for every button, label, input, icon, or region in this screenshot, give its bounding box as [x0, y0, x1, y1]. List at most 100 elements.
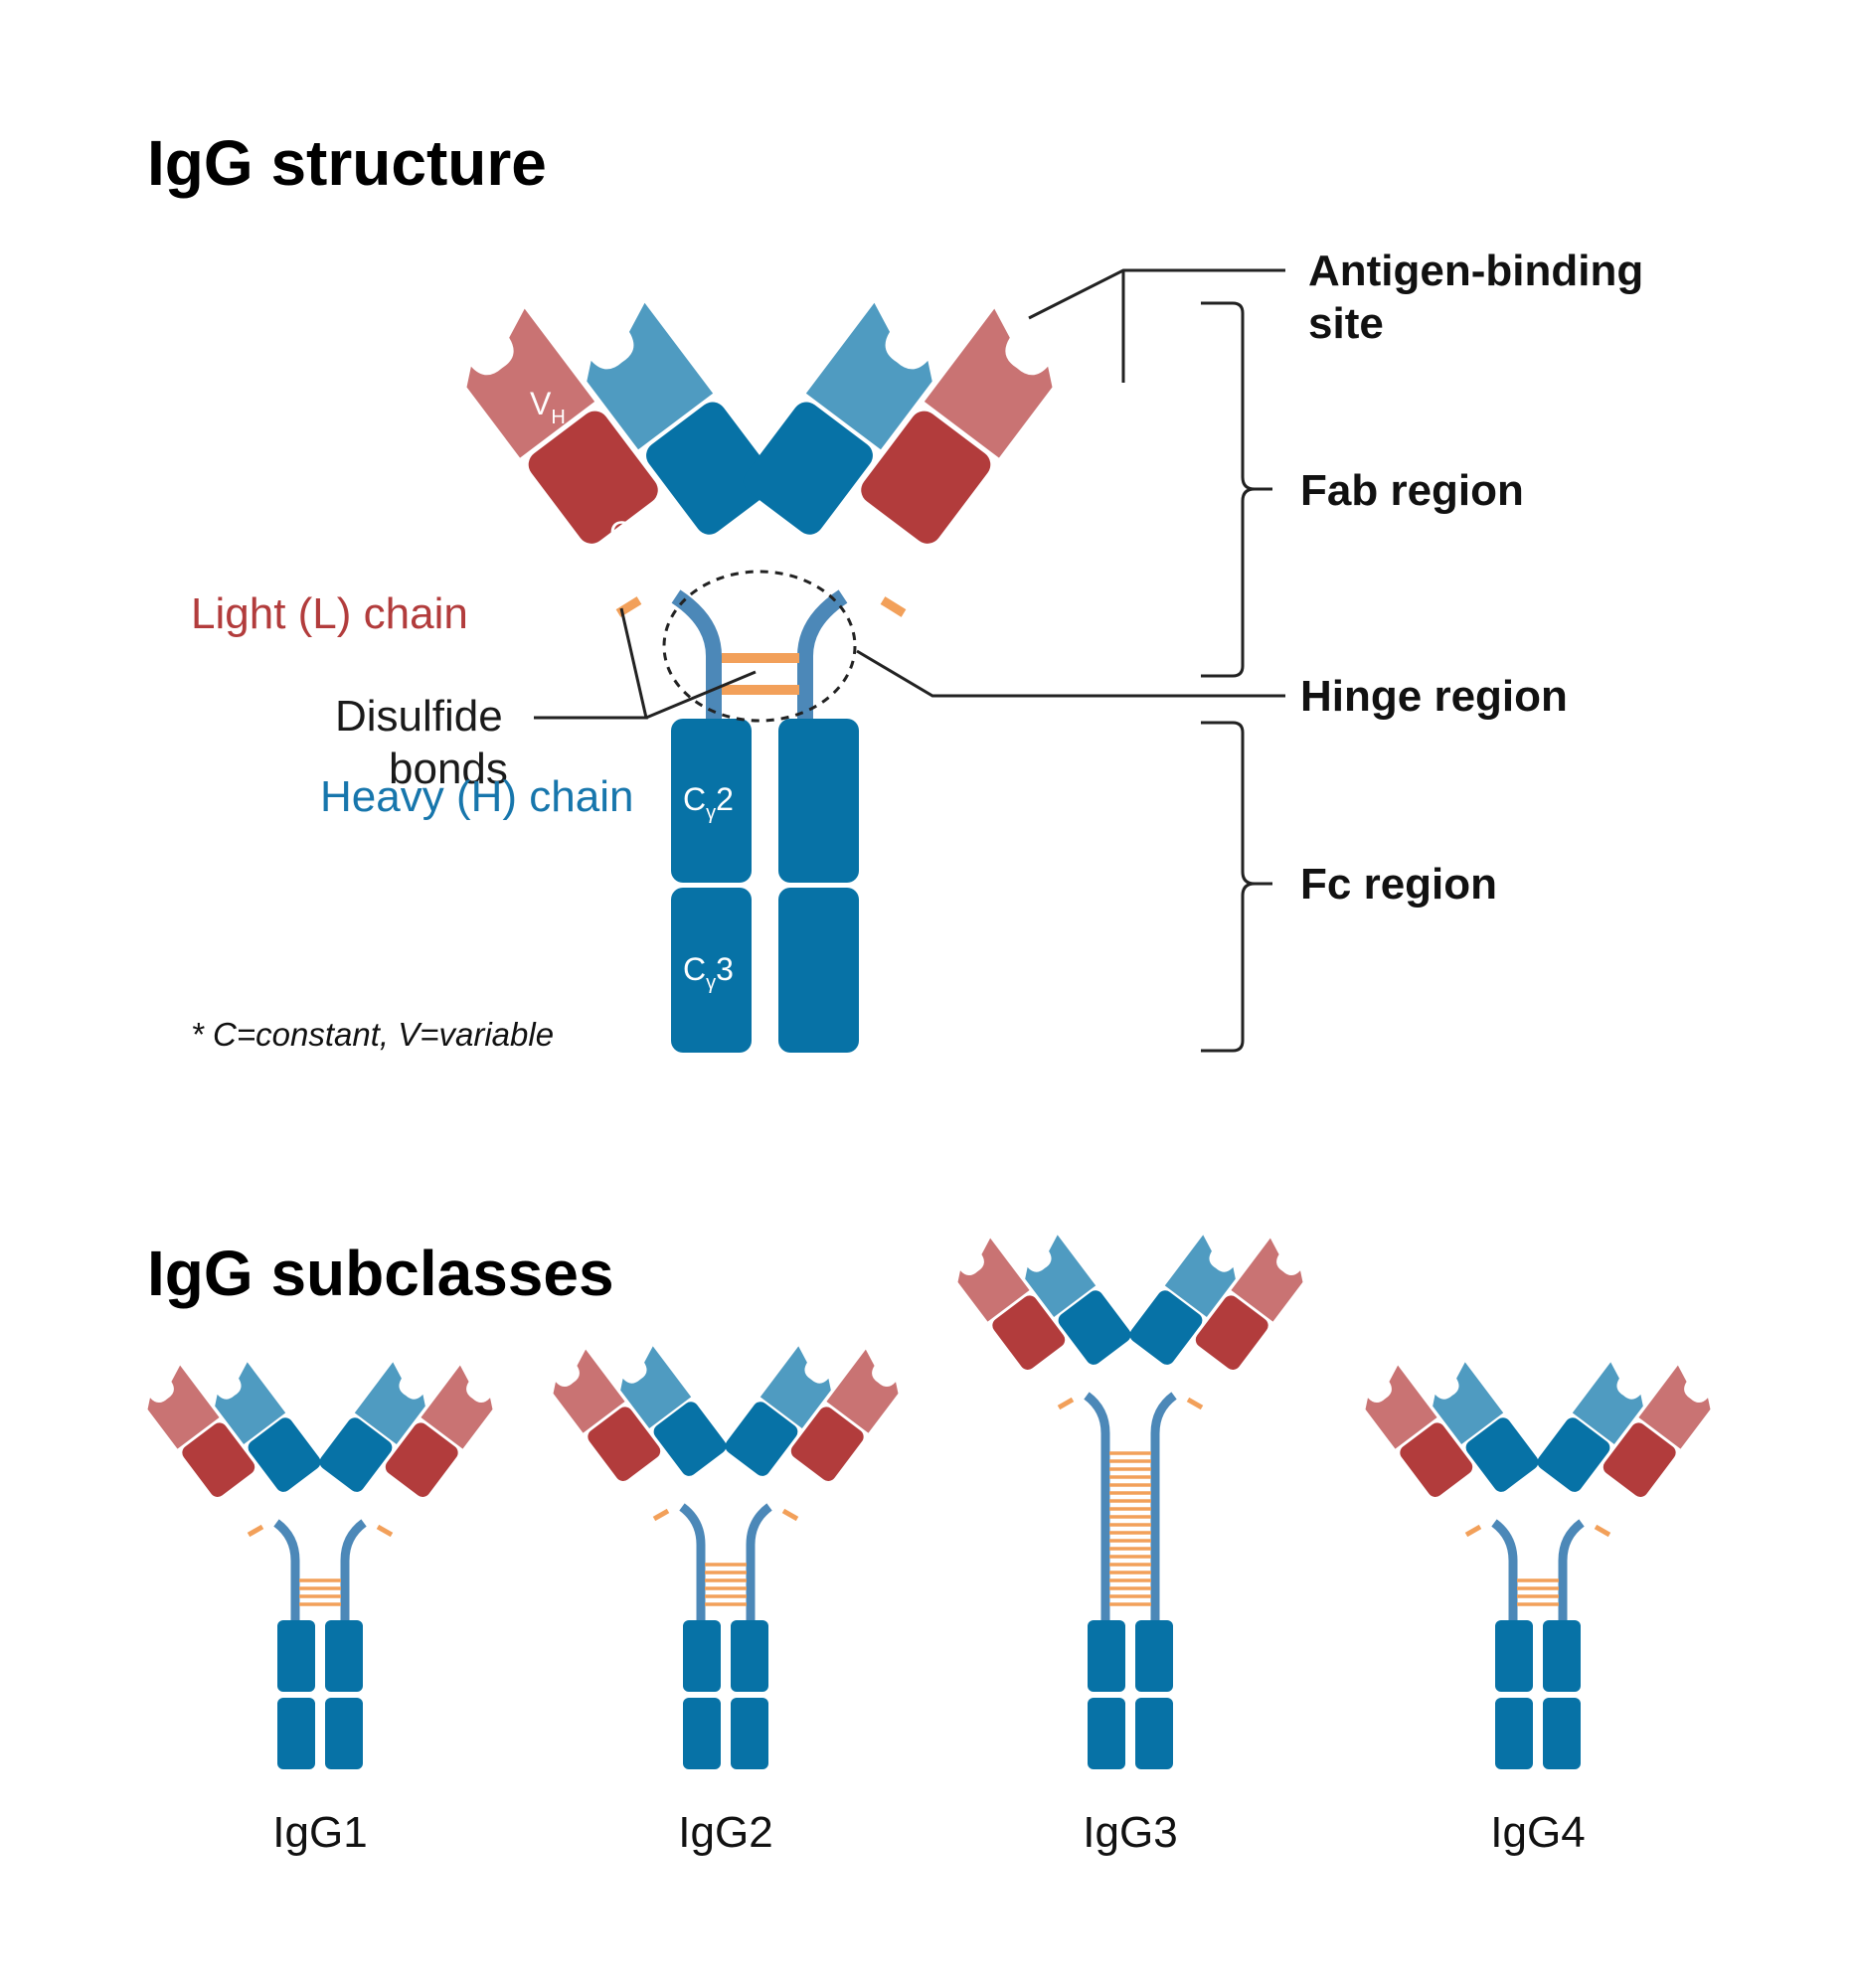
- ch2-domain: [325, 1620, 363, 1692]
- ch3-domain: [277, 1698, 315, 1769]
- light-heavy-bond: [781, 1508, 799, 1522]
- cl-domain-right: [861, 411, 991, 544]
- fab-region-label: Fab region: [1300, 466, 1524, 515]
- hinge-strand-right: [797, 589, 848, 731]
- disulfide-bonds-label-line2: bonds: [389, 745, 508, 793]
- vh-domain-right: [805, 302, 932, 450]
- fab-arm-left: [147, 1362, 321, 1497]
- vl-label: VL: [444, 446, 476, 489]
- ch2-domain: [731, 1620, 768, 1692]
- cl-label: CL: [534, 575, 568, 617]
- cl-domain: [1195, 1295, 1268, 1370]
- fab-arm-right: [319, 1362, 493, 1497]
- ch1-domain: [1465, 1417, 1539, 1492]
- disulfide-bonds-label-line1: Disulfide: [335, 692, 503, 741]
- vh-domain: [1572, 1362, 1643, 1445]
- light-heavy-bond: [376, 1524, 394, 1538]
- subclass-igg3: IgG3: [957, 1235, 1303, 1857]
- vl-domain-left: [466, 308, 595, 458]
- vl-domain: [1231, 1238, 1303, 1322]
- subclass-label: IgG2: [678, 1808, 772, 1857]
- ch3-domain-left: [671, 888, 752, 1053]
- igg-structure-diagram: VH VL Cγ1 CL Cγ2 Cγ3: [444, 302, 1053, 1053]
- cl-domain: [992, 1295, 1066, 1370]
- ch3-domain: [1088, 1698, 1125, 1769]
- fab-arm-right: [1537, 1362, 1711, 1497]
- fab-arm-right: [1129, 1235, 1303, 1370]
- antigen-binding-label-line2: site: [1308, 299, 1384, 348]
- ch2-domain: [1088, 1620, 1125, 1692]
- light-heavy-bond-right: [880, 596, 907, 617]
- heavy-chain-label: Heavy (H) chain: [320, 772, 633, 821]
- ch2-domain: [1543, 1620, 1581, 1692]
- ch2-domain: [277, 1620, 315, 1692]
- vl-domain-right: [924, 308, 1053, 458]
- hinge-strand: [1084, 1392, 1110, 1624]
- ch2-domain-right: [778, 719, 859, 883]
- vl-domain: [1638, 1365, 1711, 1449]
- ch3-domain-right: [778, 888, 859, 1053]
- hinge-strand: [1150, 1392, 1177, 1624]
- cl-domain: [385, 1422, 458, 1497]
- light-heavy-bond: [1186, 1397, 1204, 1410]
- ch1-domain-right: [743, 402, 873, 535]
- ch3-domain: [1495, 1698, 1533, 1769]
- disulfide-callout-line: [534, 607, 648, 720]
- hinge-strand: [1491, 1519, 1518, 1624]
- vh-domain: [1164, 1235, 1236, 1318]
- vh-domain: [215, 1362, 286, 1445]
- antigen-binding-label-line1: Antigen-binding: [1308, 247, 1643, 295]
- hinge-strand: [746, 1503, 772, 1624]
- ch2-domain: [1135, 1620, 1173, 1692]
- antigen-callout-line: [1028, 268, 1285, 320]
- vl-domain: [1365, 1365, 1437, 1449]
- vh-domain: [1025, 1235, 1097, 1318]
- fab-arm-left: [466, 302, 776, 544]
- fab-bracket: [1201, 301, 1272, 678]
- ch3-domain: [1543, 1698, 1581, 1769]
- hinge-region-label: Hinge region: [1300, 672, 1568, 721]
- ch2-label: Cγ2: [683, 781, 734, 824]
- ch1-domain: [725, 1402, 798, 1476]
- subclass-label: IgG1: [272, 1808, 367, 1857]
- structure-title: IgG structure: [147, 127, 547, 199]
- ch3-domain: [1135, 1698, 1173, 1769]
- cl-domain: [1400, 1422, 1473, 1497]
- fc-region-label: Fc region: [1300, 860, 1497, 909]
- cl-domain: [1603, 1422, 1676, 1497]
- hinge-strand: [1558, 1519, 1585, 1624]
- vl-domain: [553, 1349, 625, 1433]
- hinge-strand: [679, 1503, 706, 1624]
- vl-domain: [421, 1365, 493, 1449]
- fab-arm-left: [553, 1346, 727, 1481]
- vh-label: VH: [530, 386, 566, 428]
- ch2-domain: [1495, 1620, 1533, 1692]
- hinge-strand: [273, 1519, 300, 1624]
- ch2-domain: [683, 1620, 721, 1692]
- cl-domain-left: [528, 411, 658, 544]
- ch3-domain: [683, 1698, 721, 1769]
- ch1-domain: [653, 1402, 727, 1476]
- subclass-igg1: IgG1: [147, 1362, 493, 1857]
- vh-domain-left: [587, 302, 714, 450]
- vl-domain: [147, 1365, 220, 1449]
- ch1-domain-left: [646, 402, 776, 535]
- ch3-domain: [325, 1698, 363, 1769]
- ch1-domain: [1058, 1290, 1131, 1365]
- cl-domain: [182, 1422, 255, 1497]
- hinge-highlight-circle: [662, 570, 857, 723]
- vl-domain: [957, 1238, 1030, 1322]
- fab-arm-right: [725, 1346, 899, 1481]
- disulfide-callout-line-2: [645, 670, 757, 720]
- light-heavy-bond: [1057, 1397, 1075, 1410]
- vl-domain: [826, 1349, 899, 1433]
- fab-arm-left: [1365, 1362, 1539, 1497]
- ch3-label: Cγ3: [683, 951, 734, 994]
- light-heavy-bond: [1464, 1524, 1482, 1538]
- ch2-domain-left: [671, 719, 752, 883]
- vh-domain: [620, 1346, 692, 1429]
- callout-lines: [534, 268, 1285, 1053]
- hinge-strand: [340, 1519, 367, 1624]
